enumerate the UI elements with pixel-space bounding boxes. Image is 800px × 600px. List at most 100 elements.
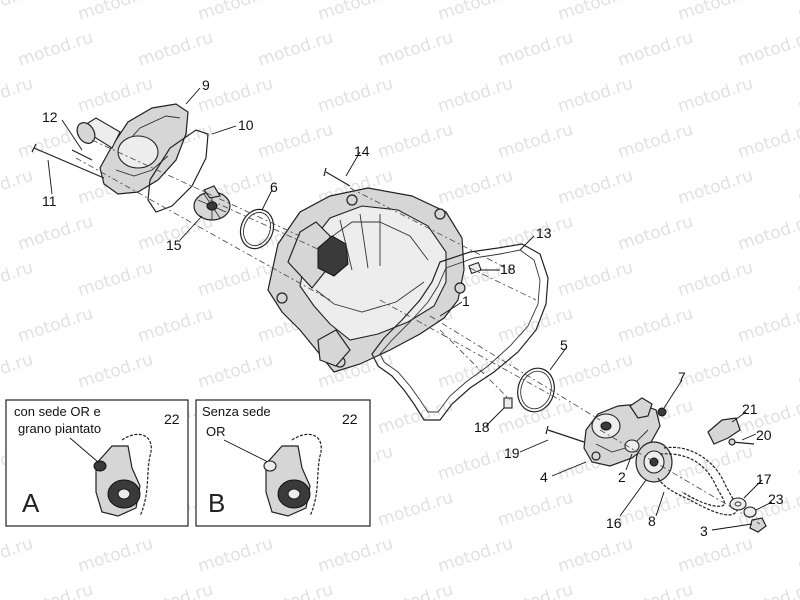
inset-b-title-line1: Senza sede <box>202 404 271 419</box>
watermark-text-22: motod.ru <box>675 74 755 117</box>
watermark-text-70: motod.ru <box>675 350 755 393</box>
callout-11: 11 <box>42 193 57 209</box>
watermark-text-4: motod.ru <box>435 0 515 25</box>
watermark-text-69: motod.ru <box>555 350 635 393</box>
callout-20: 20 <box>756 427 772 443</box>
watermark-text-104: motod.ru <box>15 580 95 600</box>
watermark-text-55: motod.ru <box>795 258 800 301</box>
watermark-text-103: motod.ru <box>795 534 800 577</box>
watermark-text-6: motod.ru <box>675 0 755 25</box>
pump-cover-boss <box>117 135 159 169</box>
watermark-text-75: motod.ru <box>375 396 455 439</box>
dowel-pin-lower <box>503 397 513 409</box>
watermark-text-91: motod.ru <box>375 488 455 531</box>
inset-b-letter: B <box>208 488 225 518</box>
watermark-text-37: motod.ru <box>555 166 635 209</box>
callout-23: 23 <box>768 491 784 507</box>
callout-6: 6 <box>270 179 278 195</box>
washer-2 <box>624 439 640 453</box>
callout-5: 5 <box>560 337 568 353</box>
washer-17 <box>729 497 747 511</box>
inset-b: Senza sede OR 22 B <box>195 399 371 527</box>
watermark-text-96: motod.ru <box>0 534 36 577</box>
inset-b-title-line2: OR <box>206 424 226 439</box>
short-bolt <box>71 149 93 161</box>
watermark-text-109: motod.ru <box>615 580 695 600</box>
callout-17: 17 <box>756 471 772 487</box>
impeller <box>193 185 231 221</box>
callout-1: 1 <box>462 293 470 309</box>
watermark-text-38: motod.ru <box>675 166 755 209</box>
watermark-text-54: motod.ru <box>675 258 755 301</box>
watermark-text-10: motod.ru <box>255 28 335 71</box>
watermark-text-8: motod.ru <box>15 28 95 71</box>
callout-9: 9 <box>202 77 210 93</box>
watermark-text-71: motod.ru <box>795 350 800 393</box>
watermark-text-57: motod.ru <box>135 304 215 347</box>
watermark-text-100: motod.ru <box>435 534 515 577</box>
watermark-text-26: motod.ru <box>255 120 335 163</box>
callout-8: 8 <box>648 513 656 529</box>
oil-pump-bolt <box>547 429 585 443</box>
inset-a: con sede OR e grano piantato 22 A <box>5 399 189 527</box>
o-ring-6 <box>239 208 275 250</box>
inset-a-part-number: 22 <box>164 411 180 427</box>
watermark-text-36: motod.ru <box>435 166 515 209</box>
watermark-text-27: motod.ru <box>375 120 455 163</box>
watermark-text-87: motod.ru <box>795 442 800 485</box>
watermark-text-11: motod.ru <box>375 28 455 71</box>
callout-18-upper: 18 <box>500 261 516 277</box>
clutch-cover <box>267 187 466 373</box>
watermark-text-12: motod.ru <box>495 28 575 71</box>
watermark-text-32: motod.ru <box>0 166 36 209</box>
callout-15: 15 <box>166 237 182 253</box>
callout-19: 19 <box>504 445 520 461</box>
pump-gasket-ring <box>147 129 209 213</box>
callout-13: 13 <box>536 225 552 241</box>
watermark-text-29: motod.ru <box>615 120 695 163</box>
watermark-text-40: motod.ru <box>15 212 95 255</box>
oil-pump-pin <box>657 407 667 417</box>
watermark-text-107: motod.ru <box>375 580 455 600</box>
pump-sprocket <box>635 441 673 483</box>
watermark-text-64: motod.ru <box>0 350 36 393</box>
callout-numbers: 9 10 12 11 6 15 14 13 18 1 5 18 7 21 20 … <box>42 77 784 539</box>
leader-lines <box>47 87 773 531</box>
watermark-text-53: motod.ru <box>555 258 635 301</box>
watermark-text-98: motod.ru <box>195 534 275 577</box>
watermark-text-62: motod.ru <box>735 304 800 347</box>
watermark-text-68: motod.ru <box>435 350 515 393</box>
watermark-text-13: motod.ru <box>615 28 695 71</box>
watermark-text-21: motod.ru <box>555 74 635 117</box>
watermark-text-86: motod.ru <box>675 442 755 485</box>
inset-b-pump-illustration <box>263 433 322 517</box>
watermark-text-2: motod.ru <box>195 0 275 25</box>
callout-14: 14 <box>354 143 370 159</box>
inset-a-title-line1: con sede OR e <box>14 404 101 419</box>
watermark-text-7: motod.ru <box>795 0 800 25</box>
cover-bolt <box>325 171 351 187</box>
watermark-text-28: motod.ru <box>495 120 575 163</box>
callout-12: 12 <box>42 109 58 125</box>
water-pump-cover-group <box>31 103 275 250</box>
callout-21: 21 <box>742 401 758 417</box>
drive-chain <box>657 446 738 516</box>
watermark-text-66: motod.ru <box>195 350 275 393</box>
watermark-text-48: motod.ru <box>0 258 36 301</box>
watermark-text-105: motod.ru <box>135 580 215 600</box>
watermark-text-30: motod.ru <box>735 120 800 163</box>
chain-guide <box>707 417 741 445</box>
callout-18-lower: 18 <box>474 419 490 435</box>
watermark-text-14: motod.ru <box>735 28 800 71</box>
watermark-text-102: motod.ru <box>675 534 755 577</box>
watermark-text-92: motod.ru <box>495 488 575 531</box>
watermark-text-106: motod.ru <box>255 580 335 600</box>
guide-bolt <box>731 441 755 445</box>
o-ring-5 <box>517 367 555 413</box>
watermark-text-110: motod.ru <box>735 580 800 600</box>
watermark-text-56: motod.ru <box>15 304 95 347</box>
dowel-pin-upper <box>468 261 482 275</box>
clutch-cover-gasket <box>371 243 549 421</box>
watermark-text-65: motod.ru <box>75 350 155 393</box>
